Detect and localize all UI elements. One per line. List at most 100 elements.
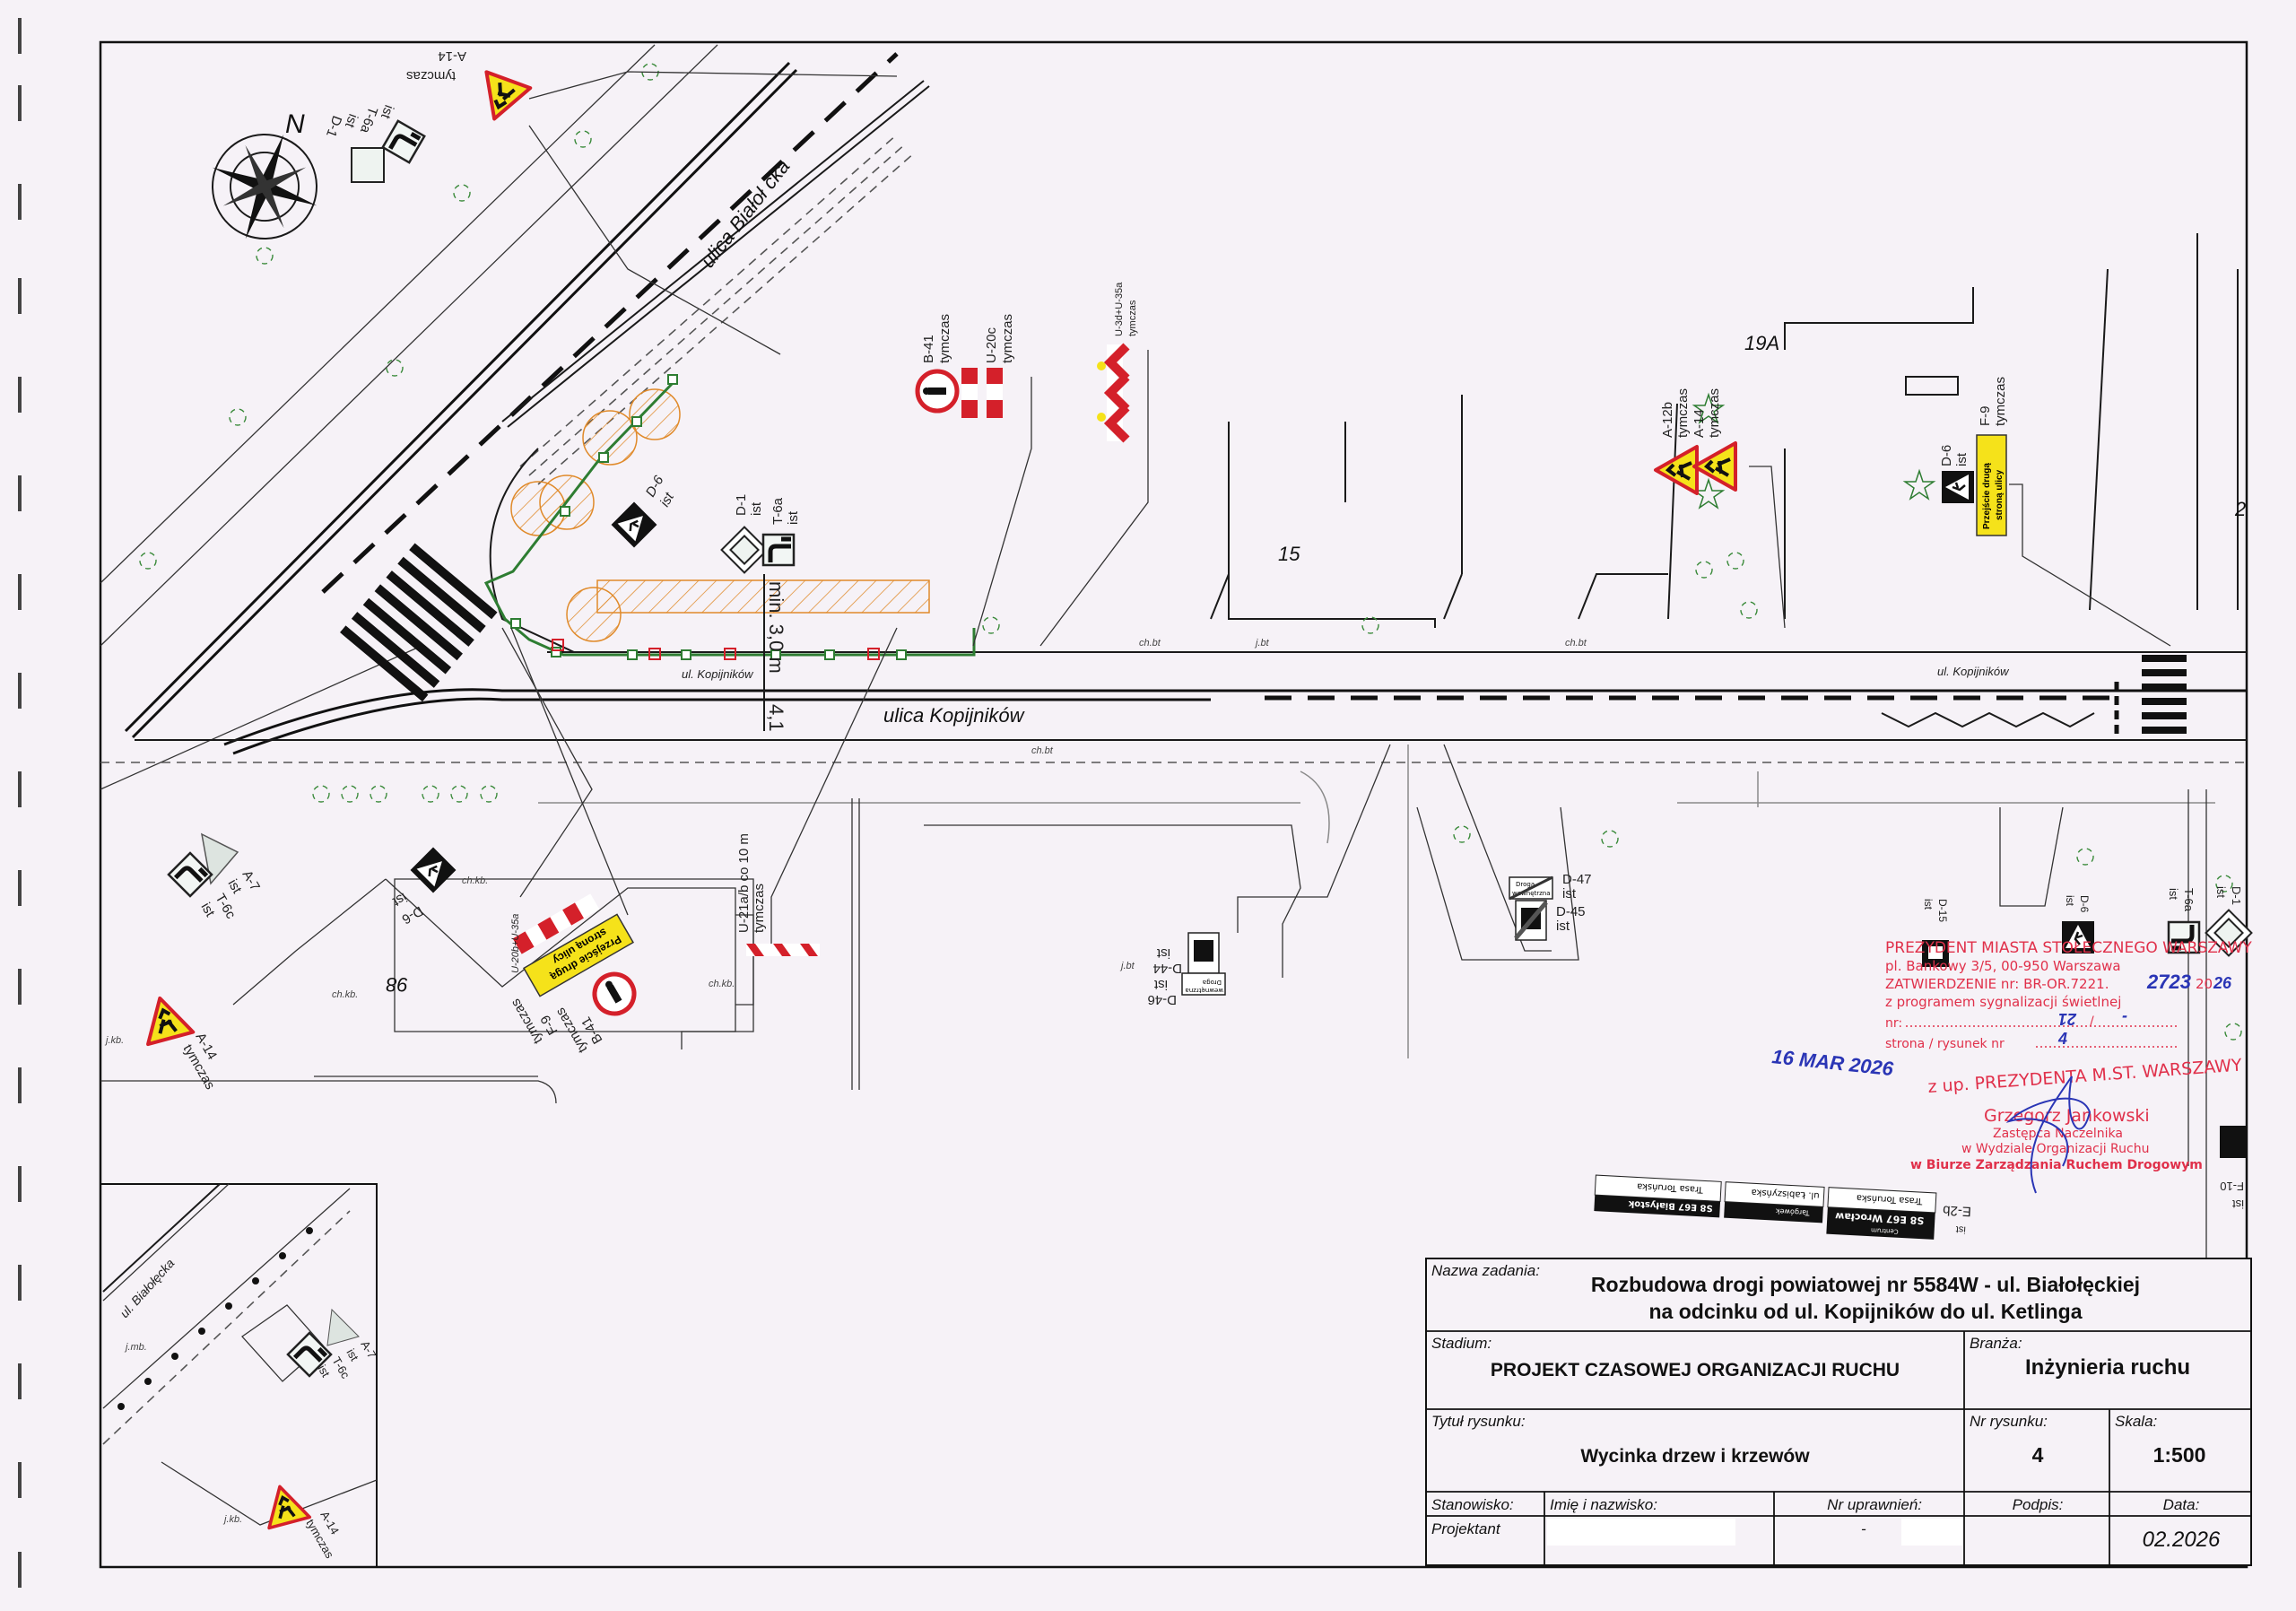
sign-code: E-2b [1943, 1202, 1972, 1219]
sign-d44-d46: Droga wewnętrzna D-44 ist D-46 ist [1147, 932, 1226, 1007]
sign-d46-text-line2: wewnętrzna [1185, 987, 1223, 994]
scale-label: Skala: [2115, 1413, 2158, 1430]
sign-status: tymczas [406, 68, 456, 83]
drawing-number-label: Nr rysunku: [1970, 1413, 2048, 1430]
sign-code: D-15 [1936, 899, 1949, 922]
sign-d6-center: D-6 ist [610, 473, 677, 549]
sign-status: tymczas [1675, 388, 1691, 438]
sign-a14-top: A-14 tymczas [406, 48, 533, 129]
direction-panel: S8 E67 Białystok Trasa Toruńska [1594, 1174, 1722, 1218]
sign-status: ist [1956, 1223, 1967, 1235]
sign-u3d-chevrons: U-3d+U-35a tymczas [1097, 282, 1138, 443]
sign-status: ist [1954, 452, 1970, 466]
stamp-nr-separator: / [2090, 1014, 2094, 1029]
panel-main: S8 E67 Białystok [1628, 1198, 1713, 1213]
sign-code: D-6 [1939, 445, 1954, 466]
sign-status: ist [1922, 899, 1935, 910]
building-number-2: 2 [2234, 498, 2246, 520]
branch-value: Inżynieria ruchu [2025, 1355, 2190, 1380]
sign-d1-t6a-top: D-1 ist T-6a ist [323, 103, 424, 183]
task-label: Nazwa zadania: [1431, 1262, 1540, 1279]
bialolecka-road [100, 44, 930, 790]
sign-status: ist [389, 890, 409, 910]
sign-status: ist [1156, 945, 1170, 961]
north-label: N [285, 109, 305, 139]
sign-d1-t6a-center: D-1 ist T-6a ist [720, 494, 801, 574]
sign-code: D-46 [1147, 992, 1177, 1007]
stamp-year-suffix: 26 [2213, 974, 2232, 992]
street-label-kopijnikow-right: ul. Kopijników [1937, 665, 2010, 678]
panel-main: S8 E67 Wrocław [1835, 1210, 1925, 1226]
dimension-lane: 4,1 [765, 704, 787, 732]
drawing-title-label: Tytuł rysunku: [1431, 1413, 1526, 1430]
sign-status: tymczas [1127, 300, 1138, 336]
sign-a7-t6c-low: T-6c A-7 ist ist [169, 832, 263, 922]
stamp-year-prefix: 20 [2196, 976, 2213, 992]
street-label-bialolecka: ulica Białoł cka [696, 155, 794, 272]
stage-value: PROJEKT CZASOWEJ ORGANIZACJI RUCHU [1491, 1360, 1900, 1380]
panel-sub: Centrum [1871, 1226, 1899, 1235]
role-header: Stanowisko: [1431, 1496, 1514, 1513]
stamp-line2: pl. Bankowy 3/5, 00-950 Warszawa [1885, 958, 2121, 974]
sign-code: D-1 [323, 114, 344, 140]
sign-code: D-47 [1562, 872, 1592, 887]
sign-code: A-14 [1692, 409, 1707, 438]
dimension-line: min. 3,0 m 4,1 [763, 574, 787, 732]
sign-code: F-10 [2220, 1180, 2244, 1193]
handwritten-signature [2005, 1075, 2092, 1194]
sign-f9-text-line1: Przejście drugą [1982, 463, 1992, 529]
surface-label: ch.kb. [709, 979, 735, 989]
sign-leader-lines [501, 71, 2171, 952]
stage-label: Stadium: [1431, 1335, 1492, 1352]
surface-label: j.kb. [104, 1035, 124, 1046]
sign-d47-text-line1: Droga [1516, 881, 1535, 888]
sign-code: D-1 [2230, 886, 2243, 905]
sign-code: D-6 [2078, 895, 2091, 913]
date-header: Data: [2163, 1496, 2200, 1513]
sign-code: D-1 [734, 494, 749, 516]
stamp-line3: ZATWIERDZENIE nr: BR-OR.7221. [1885, 976, 2109, 992]
sign-d6-f9-right: D-6 ist Przejście drugą stroną ulicy F-9… [1939, 377, 2008, 536]
sign-d47-d45: Droga wewnętrzna D-47 ist D-45 ist [1509, 872, 1592, 941]
surface-label: j.mb. [124, 1342, 147, 1353]
sign-status: tymczas [1993, 377, 2008, 426]
sign-code: B-41 [921, 335, 936, 363]
sign-d47-text-line2: wewnętrzna [1512, 890, 1551, 897]
drawing-title-value: Wycinka drzew i krzewów [1580, 1446, 1810, 1467]
date-value: 02.2026 [2143, 1528, 2221, 1552]
sign-code: T-6a [2182, 888, 2196, 912]
sign-status: ist [2232, 1197, 2244, 1211]
sign-status: tymczas [937, 314, 952, 363]
stamp-signer-role2: w Wydziale Organizacji Ruchu [1961, 1142, 2149, 1156]
sign-status: ist [2214, 886, 2228, 898]
sign-status: ist [2167, 888, 2180, 900]
sign-status: ist [1562, 886, 1577, 901]
panel-top: Trasa Toruńska [1637, 1181, 1704, 1196]
street-label-kopijnikow: ulica Kopijników [883, 704, 1026, 727]
building-number-15: 15 [1278, 543, 1300, 565]
sign-d6-low: D-6 ist [389, 846, 457, 927]
stamp-signer-role1: Zastępca Naczelnika [1993, 1127, 2123, 1141]
sign-code: U-3d+U-35a [1114, 282, 1125, 336]
sign-code: A-12b [1660, 402, 1675, 438]
sign-e2b-direction: S8 E67 Wrocław Centrum Trasa Toruńska Ta… [1594, 1174, 1972, 1240]
inset-map: ul. Białołęcka j.mb. j.kb. A-7 ist T-6c … [100, 1183, 379, 1568]
sign-code: T-6a [770, 497, 786, 525]
sign-status: ist [2064, 895, 2076, 907]
surface-label: ch.kb. [332, 989, 358, 1000]
sign-status: tymczas [1000, 314, 1015, 363]
surface-label: ch.bt [1565, 638, 1587, 649]
panel-top: Trasa Toruńska [1857, 1192, 1924, 1206]
scale-value: 1:500 [2153, 1443, 2206, 1467]
surface-label: ch.kb. [462, 875, 488, 886]
tree-cut-area [510, 388, 930, 642]
drawing-frame [99, 40, 2248, 1569]
sign-code: U-21a/b co 10 m [736, 833, 752, 933]
sign-code: D-44 [1152, 961, 1182, 976]
sign-code: F-9 [1978, 406, 1993, 427]
sign-status: ist [342, 112, 361, 131]
existing-trees [139, 63, 2242, 1041]
surface-label: ch.bt [1139, 638, 1161, 649]
direction-panel: Targówek ul. Łabiszyńska [1724, 1181, 1825, 1223]
